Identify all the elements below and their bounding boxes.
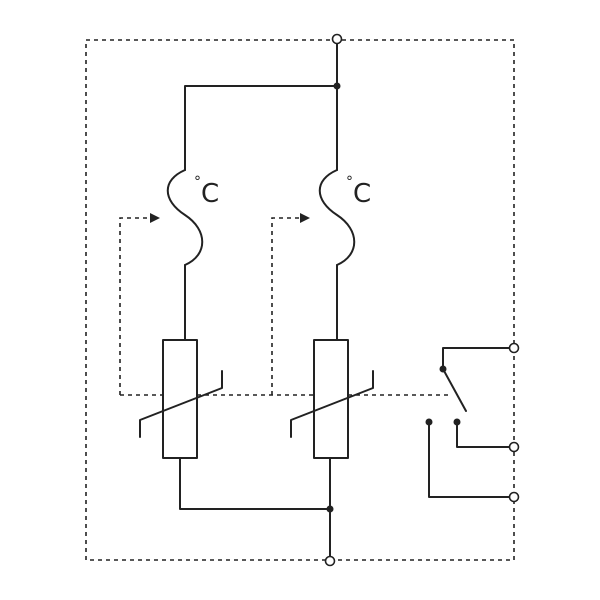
bottom-junction-dot — [326, 505, 334, 513]
thermal-link-right — [271, 217, 300, 395]
top-bus-wire — [184, 85, 338, 171]
switch-contact-wire-1 — [456, 421, 515, 448]
switch-contact-wire-2 — [428, 421, 515, 498]
terminal-switch-2 — [508, 491, 520, 503]
thermal-link-left — [119, 217, 150, 395]
thermistor-right-slash — [290, 370, 374, 438]
switch-blade — [442, 368, 467, 412]
celsius-letter-right: C — [353, 179, 371, 209]
degree-symbol-left: ° — [194, 174, 201, 190]
terminal-switch-common — [508, 342, 520, 354]
switch-common-wire — [442, 347, 515, 370]
sensor-right-unit-label: ° C — [346, 174, 371, 209]
terminal-top — [331, 33, 343, 45]
top-junction-dot — [333, 82, 341, 90]
terminal-bottom — [324, 555, 336, 567]
bottom-bus-left — [179, 457, 331, 510]
enclosure-boundary — [85, 39, 515, 561]
heater-right-element — [318, 169, 356, 266]
terminal-switch-1 — [508, 441, 520, 453]
degree-symbol-right: ° — [346, 174, 353, 190]
switch-contact-dot-1 — [453, 418, 461, 426]
thermal-arrow-right — [300, 213, 310, 223]
celsius-letter-left: C — [201, 179, 219, 209]
thermistor-left-slash — [139, 370, 223, 438]
switch-contact-dot-2 — [425, 418, 433, 426]
sensor-left-unit-label: ° C — [194, 174, 219, 209]
heater-left-element — [166, 169, 204, 266]
thermal-arrow-left — [150, 213, 160, 223]
